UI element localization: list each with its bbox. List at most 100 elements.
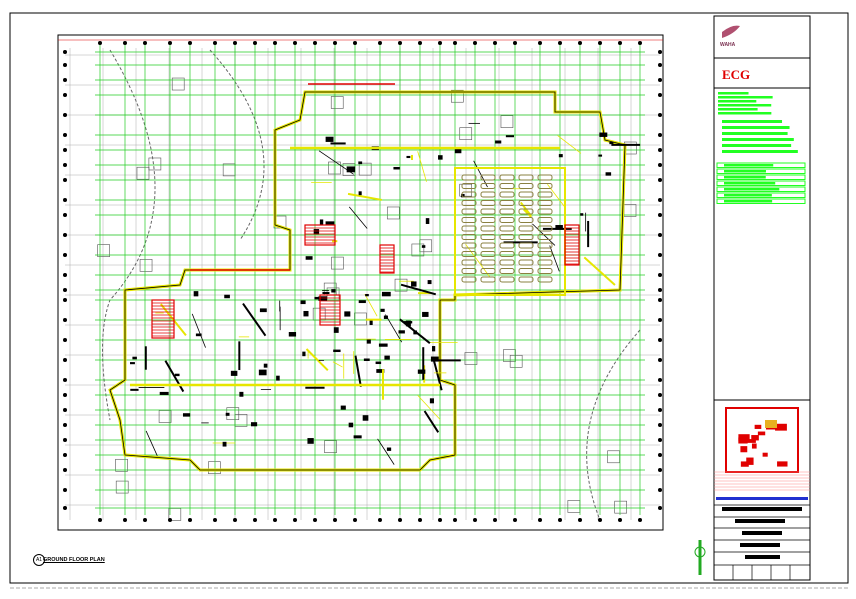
revision-row xyxy=(716,192,806,198)
interior-wall xyxy=(583,256,616,286)
grid-bubble xyxy=(398,41,402,45)
site-boundary-curve xyxy=(102,49,156,421)
interior-wall xyxy=(332,361,343,368)
grid-bubble xyxy=(378,41,382,45)
grid-bubble xyxy=(658,50,662,54)
grid-bubble xyxy=(293,41,297,45)
grid-bubble xyxy=(658,233,662,237)
interior-wall xyxy=(318,150,354,175)
grid-bubble xyxy=(63,148,67,152)
grid-bubble xyxy=(168,518,172,522)
seat-row xyxy=(499,191,515,198)
grid-bubble xyxy=(658,273,662,277)
furniture-block xyxy=(318,296,328,301)
grid-bubble xyxy=(453,41,457,45)
key-plan-block xyxy=(747,439,756,443)
furniture-block xyxy=(381,291,391,297)
furniture-block xyxy=(411,281,417,287)
interior-wall xyxy=(347,192,383,201)
grid-bubble xyxy=(658,113,662,117)
seat-row xyxy=(461,174,477,181)
grid-bubble xyxy=(658,378,662,382)
interior-wall xyxy=(348,206,368,229)
interior-wall xyxy=(191,313,206,348)
grid-bubble xyxy=(658,358,662,362)
furniture-block xyxy=(363,358,370,362)
grid-bubble xyxy=(578,41,582,45)
note-line xyxy=(718,104,772,107)
furniture-block xyxy=(333,327,339,333)
site-column-pad xyxy=(567,500,581,513)
seat-row xyxy=(537,242,553,249)
grid-bubble xyxy=(63,488,67,492)
seat-row xyxy=(537,200,553,206)
site-column-pad xyxy=(208,461,221,474)
grid-bubble xyxy=(353,518,357,522)
furniture-block xyxy=(598,154,603,157)
seat-row xyxy=(537,174,553,181)
revision-text xyxy=(724,194,772,197)
furniture-block xyxy=(174,373,180,377)
seat-row xyxy=(499,234,515,240)
grid-bubble xyxy=(63,233,67,237)
title-block xyxy=(713,15,811,581)
furniture-block xyxy=(319,219,324,226)
furniture-block xyxy=(427,280,432,285)
seat-row xyxy=(537,208,553,215)
grid-bubble xyxy=(513,41,517,45)
seat-row xyxy=(480,234,496,240)
revision-row xyxy=(716,162,806,168)
site-column-pad xyxy=(459,183,472,197)
seat-row xyxy=(518,225,534,232)
interior-wall xyxy=(400,283,437,296)
interior-wall xyxy=(364,293,378,317)
furniture-block xyxy=(366,339,371,344)
furniture-block xyxy=(461,193,465,198)
furniture-block xyxy=(333,349,341,353)
furniture-block xyxy=(325,221,335,225)
grid-bubble xyxy=(453,518,457,522)
grid-bubble xyxy=(63,468,67,472)
seat-row xyxy=(518,191,534,198)
interior-wall xyxy=(399,318,431,344)
furniture-block xyxy=(331,289,336,293)
site-column-pad xyxy=(503,349,516,362)
furniture-block xyxy=(609,141,614,145)
furniture-block xyxy=(429,398,434,404)
revision-row xyxy=(716,168,806,174)
grid-bubble xyxy=(253,41,257,45)
site-boundary-curve xyxy=(586,329,641,521)
site-column-pad xyxy=(330,96,344,109)
seat-row xyxy=(480,225,496,232)
seat-row xyxy=(461,259,477,266)
grid-bubble xyxy=(658,253,662,257)
furniture-block xyxy=(405,320,411,327)
grid-bubble xyxy=(658,453,662,457)
site-column-pad xyxy=(171,77,185,91)
grid-bubble xyxy=(63,506,67,510)
furniture-block xyxy=(225,412,230,416)
furniture-block xyxy=(250,422,258,427)
seat-row xyxy=(480,259,496,266)
grid-bubble xyxy=(398,518,402,522)
seat-row xyxy=(499,259,515,266)
key-plan-block xyxy=(751,435,759,441)
grid-bubble xyxy=(638,41,642,45)
grid-bubble xyxy=(63,288,67,292)
grid-bubble xyxy=(253,518,257,522)
grid-bubble xyxy=(658,63,662,67)
furniture-block xyxy=(417,369,426,374)
grid-bubble xyxy=(63,50,67,54)
seat-row xyxy=(480,208,496,215)
site-column-pad xyxy=(358,162,372,176)
grid-bubble xyxy=(658,318,662,322)
furniture-block xyxy=(307,438,314,444)
key-plan-block xyxy=(746,457,754,465)
grid-bubble xyxy=(293,518,297,522)
grid-bubble xyxy=(658,178,662,182)
site-column-pad xyxy=(464,352,478,365)
grid-bubble xyxy=(378,518,382,522)
grid-bubble xyxy=(63,408,67,412)
grid-bubble xyxy=(63,63,67,67)
